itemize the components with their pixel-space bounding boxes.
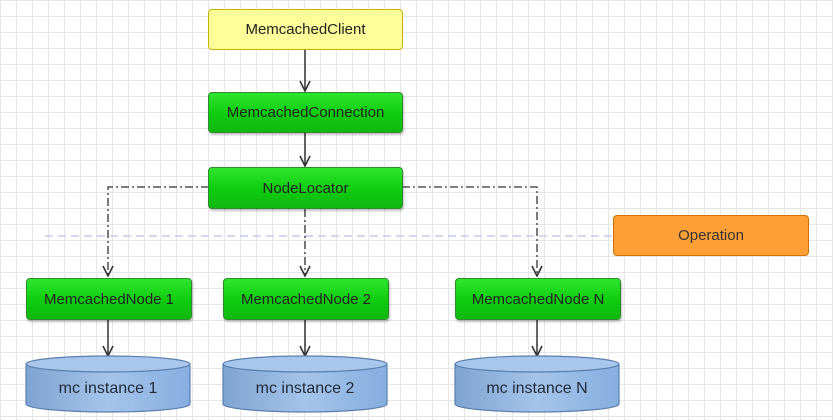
instance-cylinder-1 (25, 355, 191, 413)
operation-box: Operation (613, 215, 809, 256)
mc-instance-1-label: mc instance 1 (58, 380, 158, 397)
memcached-client-box: MemcachedClient (208, 9, 403, 50)
arrow-locator-to-node-n (402, 186, 537, 276)
memcached-node-1-box: MemcachedNode 1 (26, 278, 192, 320)
memcached-connection-box: MemcachedConnection (208, 92, 403, 133)
mc-instance-2-label: mc instance 2 (255, 380, 355, 397)
memcached-node-n-box: MemcachedNode N (455, 278, 621, 320)
mc-instance-n-label: mc instance N (486, 380, 588, 397)
memcached-node-2-box: MemcachedNode 2 (223, 278, 389, 320)
node-locator-box: NodeLocator (208, 167, 403, 209)
arrow-locator-to-node-1 (108, 186, 209, 276)
instance-cylinder-2 (222, 355, 388, 413)
instance-cylinder-n (454, 355, 620, 413)
